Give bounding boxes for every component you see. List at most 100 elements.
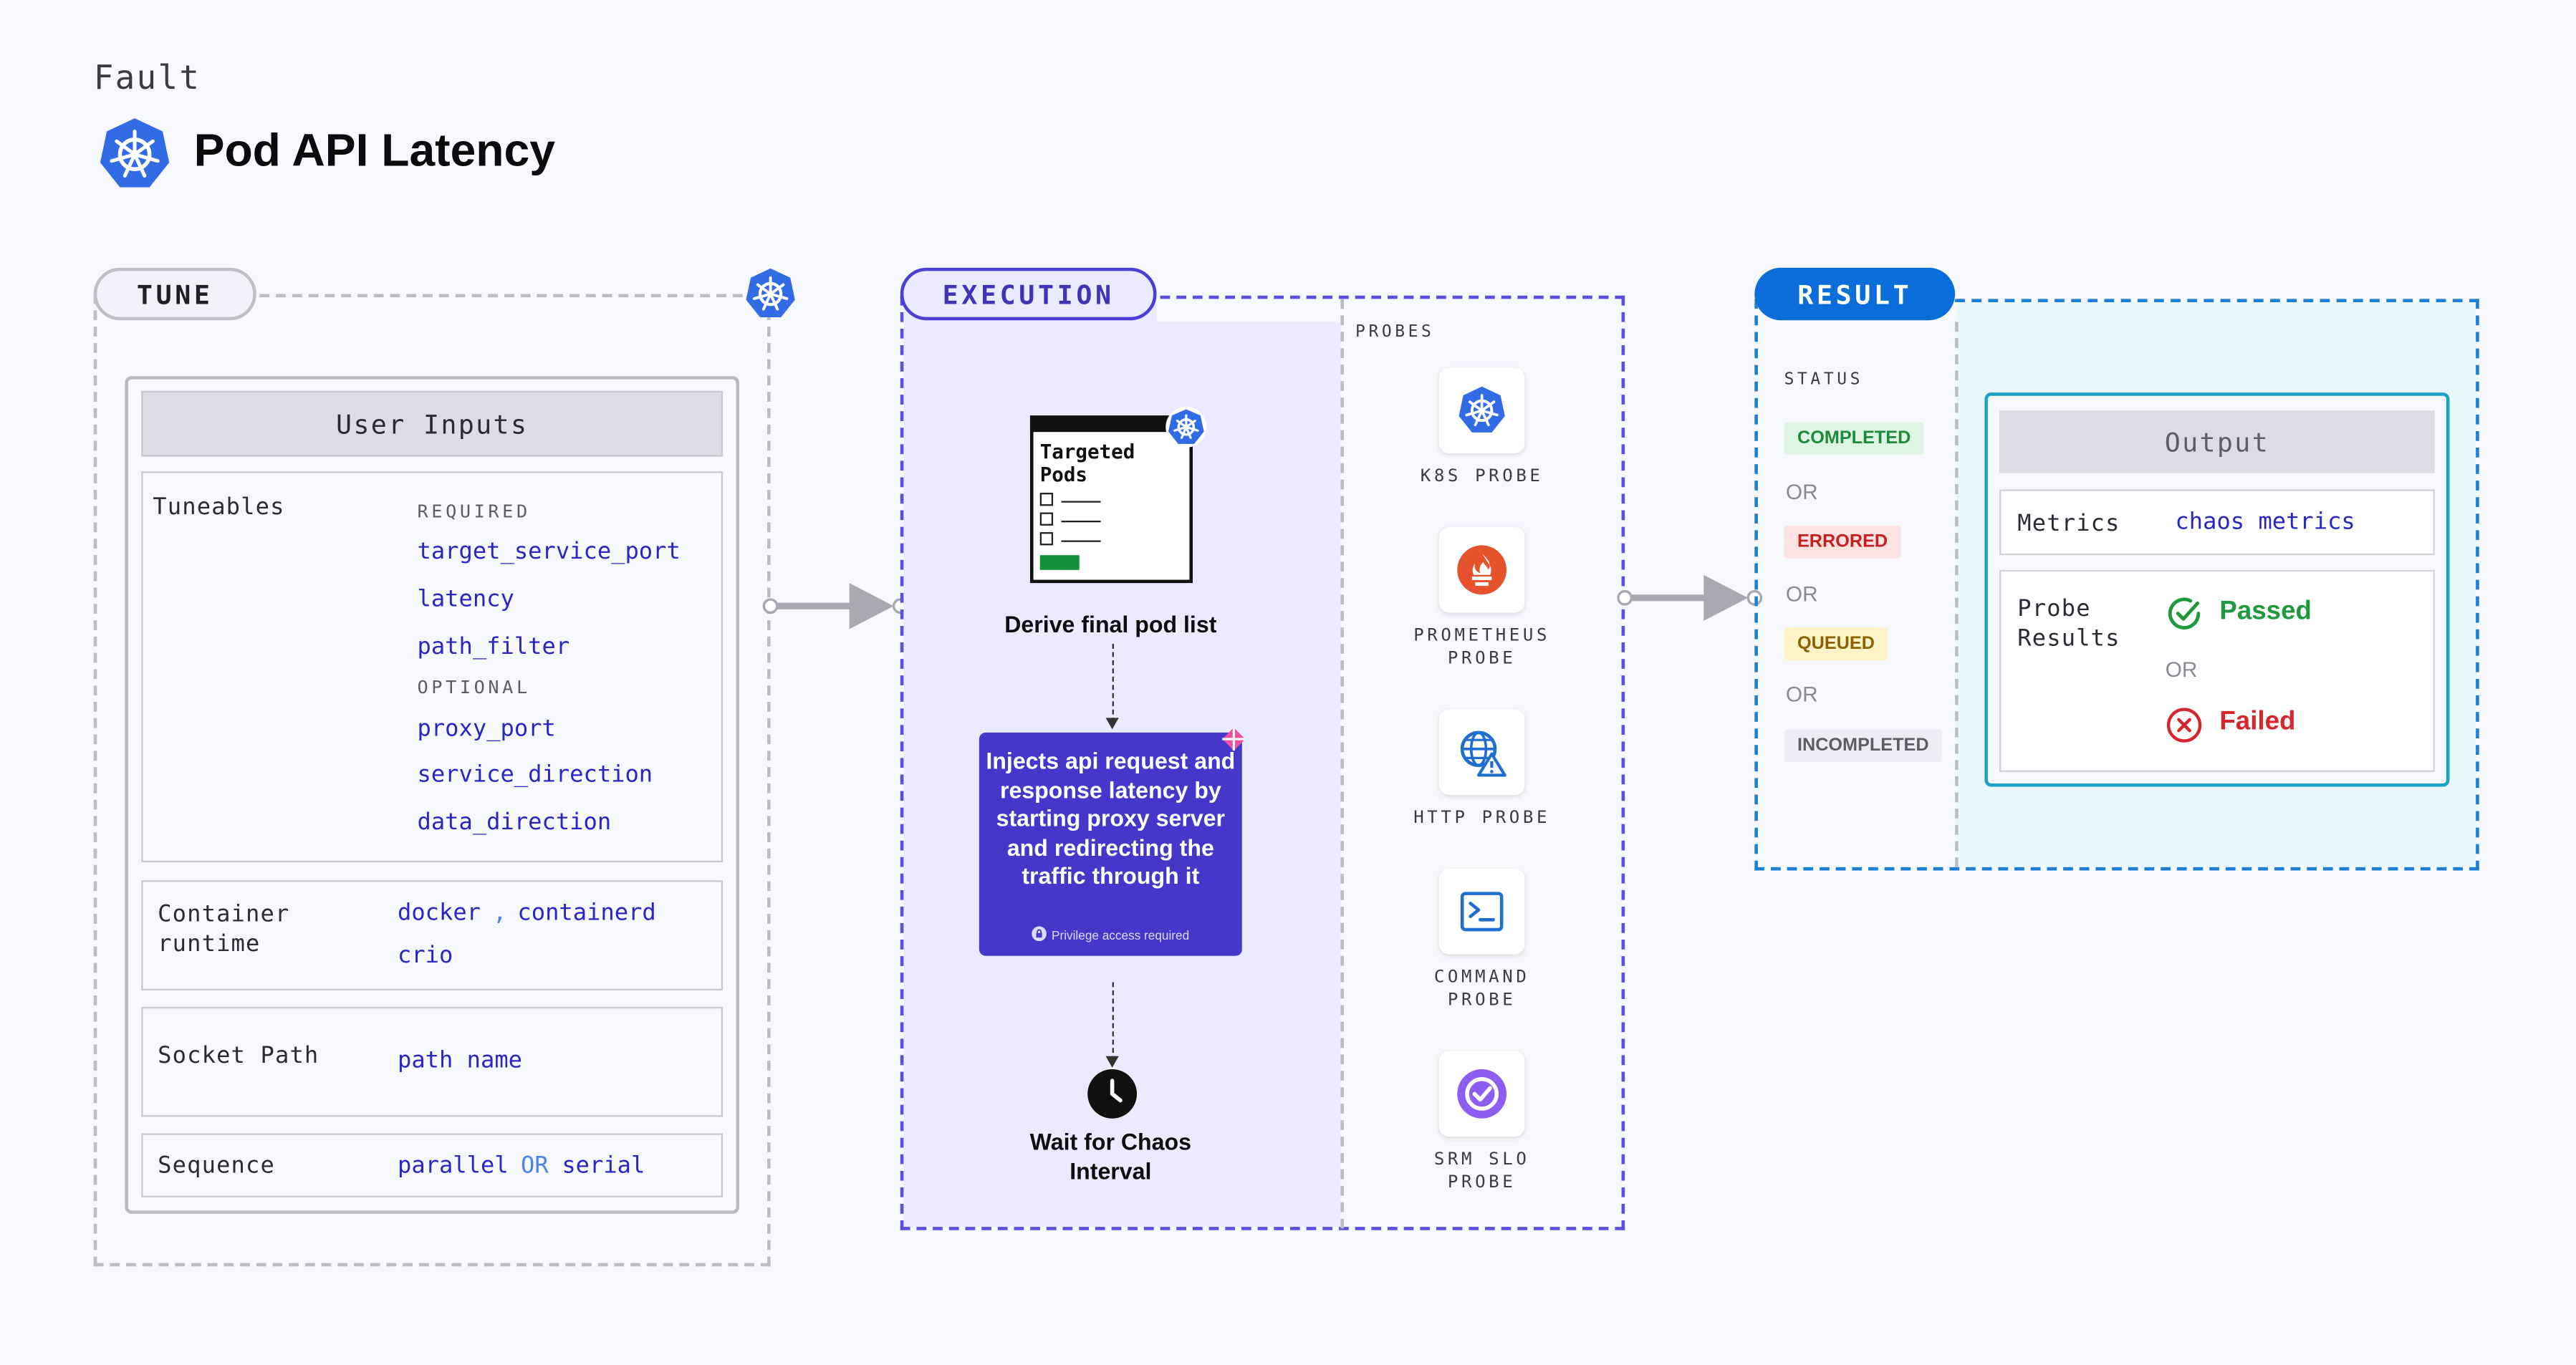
- probe-label-line: PROBE: [1447, 648, 1517, 669]
- kubernetes-icon: [1458, 386, 1505, 433]
- tuneables-box: [141, 471, 724, 863]
- list-line: [1061, 540, 1101, 542]
- container-runtime-box: [141, 880, 724, 990]
- targeted-pods-title: Targeted Pods: [1040, 440, 1155, 486]
- privilege-note: Privilege access required: [979, 926, 1242, 942]
- page-title: Pod API Latency: [193, 125, 555, 176]
- result-divider: [1955, 322, 1959, 867]
- sequence-box: [141, 1133, 724, 1197]
- list-line: [1061, 521, 1101, 523]
- probe-label-line: SRM SLO: [1433, 1149, 1530, 1169]
- tuneable-required-item: path_filter: [417, 634, 570, 660]
- x-circle-icon: [2166, 708, 2202, 743]
- status-bar: [1039, 555, 1080, 570]
- execution-section-pill: EXECUTION: [900, 267, 1157, 321]
- sequence-value: serial: [562, 1152, 645, 1180]
- flow-arrow: [762, 583, 908, 630]
- tuneable-required-item: target_service_port: [417, 539, 681, 565]
- tune-section-pill: TUNE: [93, 267, 256, 321]
- slo-gauge-icon: [1457, 1069, 1507, 1119]
- targeted-pods-title-line: Targeted: [1039, 440, 1135, 463]
- probe-results-label-line: Probe: [2017, 596, 2091, 623]
- derive-pod-list-label: Derive final pod list: [1004, 611, 1217, 637]
- status-badge-errored: ERRORED: [1784, 525, 1901, 559]
- globe-warning-icon: [1460, 730, 1506, 777]
- terminal-icon: [1460, 892, 1504, 932]
- sequence-label: Sequence: [158, 1152, 276, 1180]
- optional-caption: OPTIONAL: [417, 676, 531, 698]
- tune-panel-top-border: [259, 294, 743, 298]
- flow-arrow: [1617, 574, 1763, 621]
- targeted-pods-title-line: Pods: [1039, 463, 1088, 486]
- probe-label-line: PROBE: [1447, 1172, 1517, 1193]
- arrow-head-icon: [1105, 1056, 1119, 1068]
- result-panel-top-border: [1955, 299, 2479, 302]
- container-runtime-value: crio: [398, 942, 453, 970]
- probe-label-line: HTTP PROBE: [1413, 808, 1551, 828]
- check-circle-icon: [2168, 597, 2201, 630]
- tuneables-label: Tuneables: [153, 494, 285, 521]
- kubernetes-icon: [1166, 406, 1207, 448]
- clock-icon: [1087, 1069, 1138, 1119]
- execution-divider: [1340, 299, 1345, 1229]
- kubernetes-icon: [100, 118, 170, 188]
- http-probe-tile: [1439, 709, 1525, 796]
- command-probe-tile: [1439, 869, 1525, 955]
- metrics-label: Metrics: [2017, 511, 2120, 537]
- container-runtime-separator: ,: [493, 899, 507, 927]
- probe-label-line: PROMETHEUS: [1413, 625, 1551, 646]
- tuneable-optional-item: proxy_port: [417, 715, 556, 743]
- or-separator: OR: [1785, 681, 1818, 707]
- command-probe-label: COMMAND PROBE: [1396, 966, 1567, 1012]
- result-section-pill: RESULT: [1754, 267, 1956, 321]
- metrics-value: chaos metrics: [2175, 508, 2355, 536]
- probe-label-line: COMMAND: [1433, 967, 1530, 988]
- status-badge-completed: COMPLETED: [1784, 422, 1924, 455]
- tuneable-optional-item: data_direction: [417, 809, 612, 836]
- srm-slo-probe-tile: [1439, 1051, 1525, 1137]
- chaos-spark-icon: [1222, 727, 1246, 751]
- tuneable-required-item: latency: [417, 586, 514, 613]
- status-badge-incompleted: INCOMPLETED: [1784, 729, 1942, 763]
- privilege-note-text: Privilege access required: [1051, 927, 1190, 943]
- metrics-row: [1999, 489, 2435, 556]
- or-separator: OR: [2165, 657, 2198, 682]
- prometheus-probe-label: PROMETHEUS PROBE: [1396, 624, 1567, 670]
- flow-connector: [1112, 644, 1114, 723]
- srm-slo-probe-label: SRM SLO PROBE: [1396, 1148, 1567, 1194]
- lock-icon: [1032, 926, 1047, 942]
- probe-results-label-line: Results: [2017, 625, 2120, 652]
- container-runtime-label: runtime: [158, 931, 261, 958]
- output-title: Output: [1999, 410, 2435, 473]
- probe-label-line: PROBE: [1447, 990, 1517, 1011]
- wait-label-line: Interval: [1070, 1157, 1152, 1185]
- container-runtime-value: containerd: [517, 899, 656, 927]
- probes-caption: PROBES: [1355, 323, 1435, 342]
- inject-latency-description: Injects api request and response latency…: [986, 747, 1236, 889]
- k8s-probe-label: K8S PROBE: [1396, 465, 1567, 488]
- status-badge-queued: QUEUED: [1784, 627, 1888, 660]
- execution-panel: [900, 295, 1625, 1230]
- flow-connector: [1112, 982, 1114, 1061]
- socket-path-label: Socket Path: [158, 1043, 319, 1070]
- tune-panel: [93, 294, 771, 1267]
- checkbox-icon: [1039, 532, 1054, 546]
- prometheus-icon: [1457, 545, 1507, 595]
- http-probe-label: HTTP PROBE: [1396, 806, 1567, 829]
- container-runtime-value: docker: [398, 899, 481, 927]
- container-runtime-label: Container: [158, 902, 290, 928]
- checkbox-icon: [1039, 512, 1054, 526]
- status-caption: STATUS: [1784, 371, 1864, 390]
- probe-failed-label: Failed: [2219, 708, 2296, 736]
- result-panel: [1754, 299, 2479, 871]
- probe-label-line: K8S PROBE: [1420, 466, 1544, 486]
- k8s-probe-tile: [1439, 367, 1525, 453]
- wait-chaos-interval-label: Wait for Chaos Interval: [979, 1127, 1242, 1186]
- or-separator: OR: [1785, 479, 1818, 505]
- probe-passed-label: Passed: [2219, 597, 2312, 626]
- arrow-head-icon: [1105, 718, 1119, 730]
- wait-label-line: Wait for Chaos: [1029, 1128, 1192, 1155]
- probe-results-label: Probe Results: [2017, 594, 2120, 654]
- tuneable-optional-item: service_direction: [417, 762, 653, 788]
- prometheus-probe-tile: [1439, 527, 1525, 613]
